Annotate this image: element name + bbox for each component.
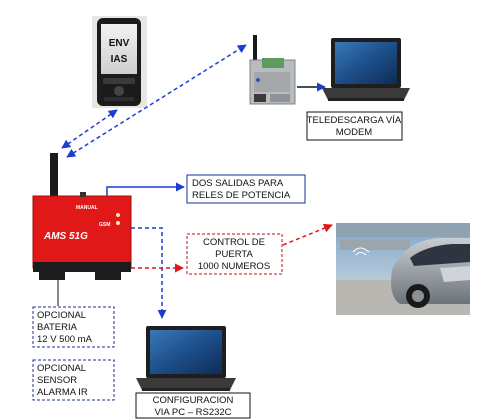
connector-phone-device bbox=[61, 109, 118, 149]
label-salidas-line2: RELES DE POTENCIA bbox=[192, 190, 291, 201]
device-name: AMS 51G bbox=[43, 231, 88, 242]
label-sensor-line3: ALARMA IR bbox=[37, 387, 88, 398]
connector-device-laptop bbox=[131, 227, 167, 319]
label-bateria-line3: 12 V 500 mA bbox=[37, 334, 93, 345]
label-configuracion-line1: CONFIGURACION bbox=[153, 395, 234, 406]
label-control-line2: PUERTA bbox=[215, 249, 253, 260]
label-salidas: DOS SALIDAS PARA RELES DE POTENCIA bbox=[186, 174, 306, 204]
device-label-manual: MANUAL bbox=[76, 205, 98, 211]
connector-control-car bbox=[282, 223, 333, 246]
label-configuracion-line2: VIA PC – RS232C bbox=[154, 407, 231, 418]
led-icon bbox=[116, 213, 120, 217]
label-salidas-line1: DOS SALIDAS PARA bbox=[192, 178, 284, 189]
antenna-icon bbox=[50, 153, 58, 201]
gsm-modem-icon bbox=[249, 35, 296, 105]
led-icon bbox=[116, 221, 120, 225]
label-configuracion: CONFIGURACION VIA PC – RS232C bbox=[135, 392, 251, 419]
label-sensor-line1: OPCIONAL bbox=[37, 363, 86, 374]
connector-device-modem bbox=[66, 44, 247, 158]
label-control-line3: 1000 NUMEROS bbox=[198, 261, 270, 272]
label-teledescarga: TELEDESCARGA VÍA MODEM bbox=[306, 111, 403, 141]
device-label-gsm: GSM bbox=[99, 222, 110, 228]
label-bateria-line1: OPCIONAL bbox=[37, 310, 86, 321]
label-sensor-line2: SENSOR bbox=[37, 375, 77, 386]
label-bateria-line2: BATERIA bbox=[37, 322, 78, 333]
car-photo bbox=[336, 223, 470, 315]
label-sensor: OPCIONAL SENSOR ALARMA IR bbox=[32, 359, 115, 401]
ams51g-device: MANUAL GSM AMS 51G bbox=[32, 192, 132, 280]
phone-screen-text-1: ENV bbox=[109, 38, 130, 49]
phone-screen-text-2: IAS bbox=[111, 54, 128, 65]
label-control-puerta: CONTROL DE PUERTA 1000 NUMEROS bbox=[186, 233, 283, 275]
laptop-icon-bottom bbox=[136, 326, 236, 391]
mobile-phone-icon: ENV IAS bbox=[92, 16, 147, 108]
connector-device-salidas bbox=[106, 182, 185, 196]
label-teledescarga-line1: TELEDESCARGA VÍA bbox=[307, 115, 402, 126]
laptop-icon-top bbox=[322, 38, 410, 101]
label-control-line1: CONTROL DE bbox=[203, 237, 265, 248]
label-teledescarga-line2: MODEM bbox=[336, 127, 373, 138]
label-bateria: OPCIONAL BATERIA 12 V 500 mA bbox=[32, 306, 115, 348]
